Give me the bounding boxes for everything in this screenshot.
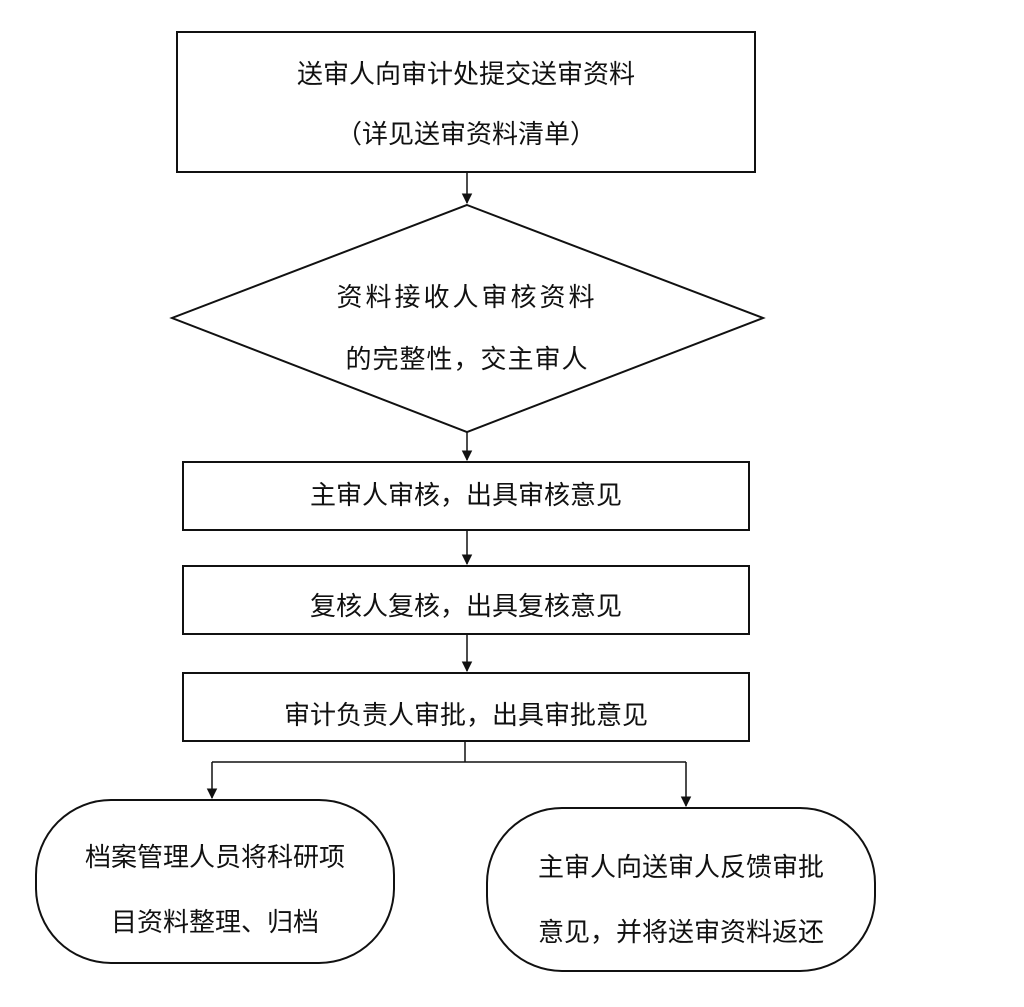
submit-node-label: 送审人向审计处提交送审资料 （详见送审资料清单） [177,32,755,172]
archive-node-line-1: 档案管理人员将科研项 [84,843,345,873]
main-review-node-label: 主审人审核，出具审核意见 [183,462,749,530]
submit-node-line-2: （详见送审资料清单） [335,120,596,150]
re-review-node-label: 复核人复核，出具复核意见 [183,566,749,634]
submit-node-line-1: 送审人向审计处提交送审资料 [296,60,635,90]
approve-node-label: 审计负责人审批，出具审批意见 [183,673,749,741]
feedback-node-line-1: 主审人向送审人反馈审批 [537,853,824,883]
archive-node-label: 档案管理人员将科研项 目资料整理、归档 [36,800,394,963]
archive-node-line-2: 目资料整理、归档 [110,908,319,938]
feedback-node-box [486,807,876,972]
main-review-node-box [182,461,750,531]
re-review-node-box [182,565,750,635]
check-node-line-1: 资料接收人审核资料 [336,283,598,313]
main-review-node-line-1: 主审人审核，出具审核意见 [309,481,622,511]
approve-node-box [182,672,750,742]
check-node-line-2: 的完整性，交主审人 [345,345,589,375]
approve-node-line-1: 审计负责人审批，出具审批意见 [283,701,648,731]
feedback-node-label: 主审人向送审人反馈审批 意见，并将送审资料返还 [487,808,875,971]
feedback-node-line-2: 意见，并将送审资料返还 [537,918,824,948]
re-review-node-line-1: 复核人复核，出具复核意见 [309,592,622,622]
check-node-label: 资料接收人审核资料 的完整性，交主审人 [272,205,662,432]
archive-node-box [35,799,395,964]
submit-node-box [176,31,756,173]
